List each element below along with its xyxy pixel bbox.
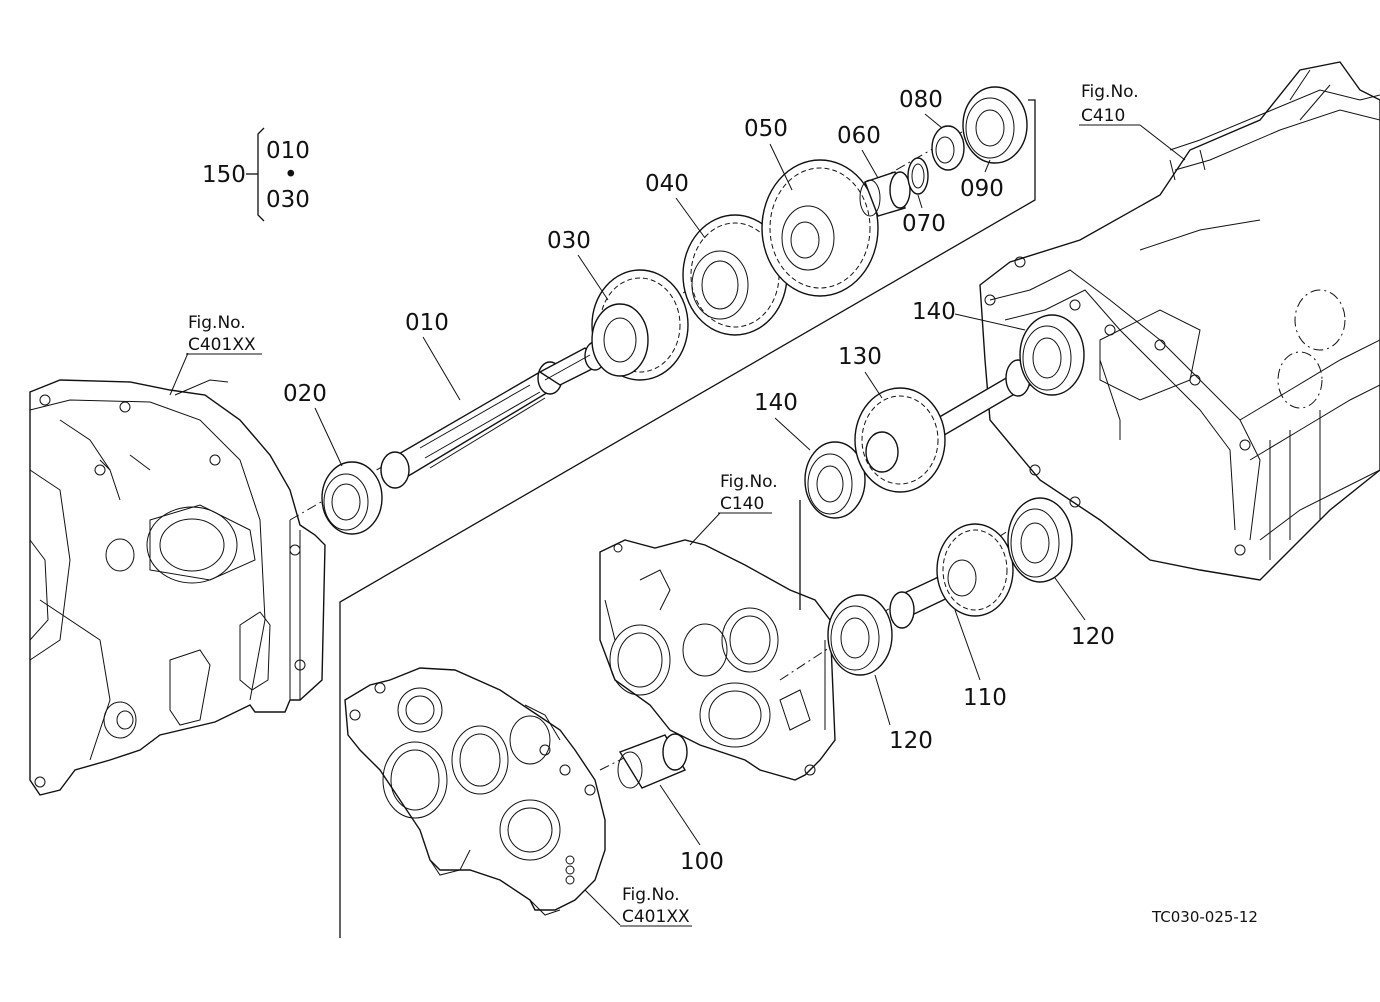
part-label-140-upper: 140	[912, 299, 956, 325]
bearing-020	[321, 461, 383, 535]
drawing-code: TC030-025-12	[1151, 908, 1258, 926]
main-shaft-010	[380, 341, 606, 489]
bottom-cover-plate	[344, 667, 606, 916]
part-label-010: 010	[405, 310, 449, 336]
assembly-range-separator: •	[284, 162, 298, 188]
fig-ref-caption: Fig.No.	[188, 313, 246, 333]
fig-ref-caption: Fig.No.	[720, 472, 778, 492]
fig-ref-caption: Fig.No.	[622, 885, 680, 905]
figure-reference-c410: Fig.No. C410	[1079, 82, 1140, 126]
needle-bearing-060	[859, 171, 911, 217]
needle-bearing-100	[617, 733, 688, 789]
part-label-040: 040	[645, 171, 689, 197]
collar-080	[931, 125, 965, 171]
part-label-120-right: 120	[1071, 624, 1115, 650]
part-label-020: 020	[283, 381, 327, 407]
fig-ref-caption: Fig.No.	[1081, 82, 1139, 102]
shaft-gear-130	[854, 359, 1031, 493]
part-label-060: 060	[837, 123, 881, 149]
part-label-120-left: 120	[889, 728, 933, 754]
left-transmission-housing	[29, 379, 326, 796]
gear-050	[761, 159, 879, 297]
part-label-080: 080	[899, 87, 943, 113]
fig-ref-code: C401XX	[622, 907, 690, 927]
bearing-120-right	[1007, 497, 1073, 583]
snap-ring-070	[907, 157, 929, 195]
part-label-140-lower: 140	[754, 390, 798, 416]
bearing-140-upper	[1019, 314, 1085, 396]
exploded-group-outline	[339, 99, 1036, 938]
part-label-100: 100	[680, 849, 724, 875]
part-label-030: 030	[547, 228, 591, 254]
fig-ref-code: C410	[1081, 106, 1125, 126]
assembly-note-150: 150 010 • 030	[202, 127, 310, 222]
figure-reference-c401xx-left: Fig.No. C401XX	[186, 313, 262, 355]
part-label-110: 110	[963, 685, 1007, 711]
figure-reference-c140: Fig.No. C140	[718, 472, 778, 514]
figure-reference-c401xx-bottom: Fig.No. C401XX	[620, 885, 692, 927]
part-label-050: 050	[744, 116, 788, 142]
fig-ref-code: C140	[720, 494, 764, 514]
part-number-labels: 010 020 030 040 050 060 070 080 090 100 …	[283, 87, 1115, 875]
bearing-120-left	[827, 594, 893, 676]
right-transmission-housing	[979, 61, 1380, 581]
shaft-gear-110	[889, 523, 1014, 629]
fig-ref-code: C401XX	[188, 335, 256, 355]
part-label-130: 130	[838, 344, 882, 370]
gear-030	[591, 269, 689, 381]
part-label-090: 090	[960, 176, 1004, 202]
leader-lines	[169, 113, 1186, 926]
assembly-number: 150	[202, 162, 246, 188]
bearing-140-lower	[804, 441, 866, 519]
bearing-090	[962, 86, 1028, 164]
assembly-range-to: 030	[266, 187, 310, 213]
center-case-plate	[599, 539, 836, 781]
assembly-range-from: 010	[266, 138, 310, 164]
part-label-070: 070	[902, 211, 946, 237]
